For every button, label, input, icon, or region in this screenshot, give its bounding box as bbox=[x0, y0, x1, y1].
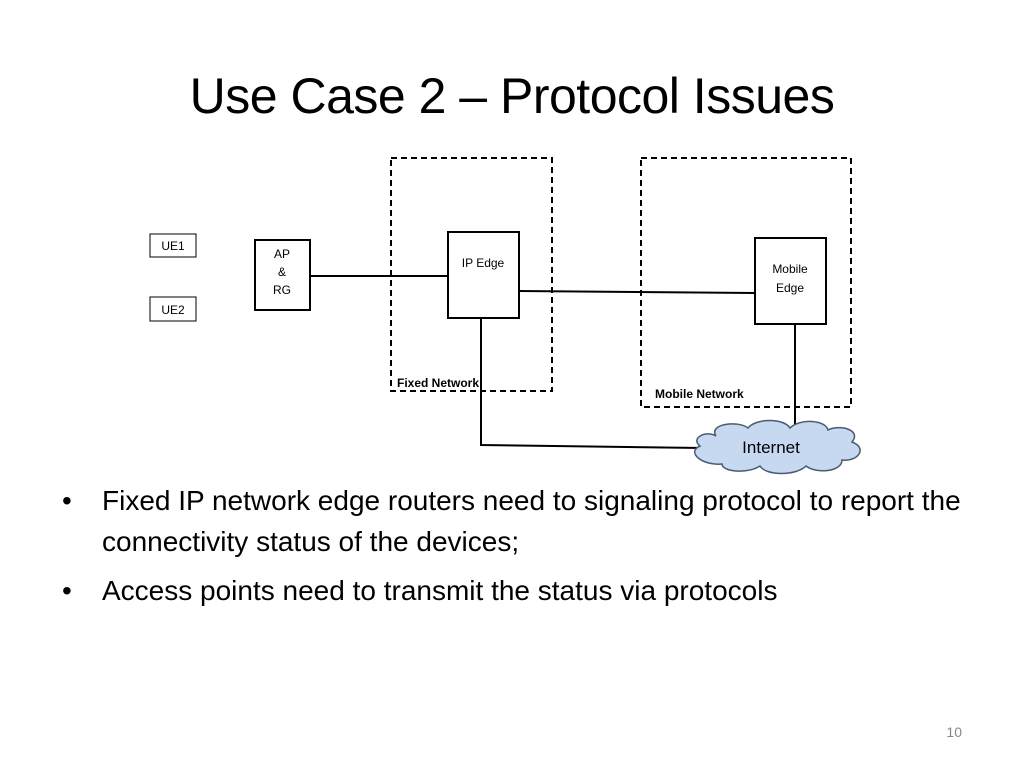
ap-rg-label-line3: RG bbox=[273, 283, 291, 297]
mobile-edge-label-line2: Edge bbox=[776, 281, 804, 295]
internet-cloud: Internet bbox=[693, 419, 861, 475]
fixed-network-region bbox=[390, 157, 553, 392]
ap-rg-label-line1: AP bbox=[274, 247, 290, 261]
slide-title: Use Case 2 – Protocol Issues bbox=[189, 68, 835, 124]
fixed-network-label: Fixed Network bbox=[397, 376, 479, 390]
ue2-box bbox=[149, 296, 197, 322]
ue2-label: UE2 bbox=[161, 303, 185, 317]
mobile-edge-label-line1: Mobile bbox=[772, 262, 808, 276]
ip-edge-box bbox=[447, 231, 520, 319]
bullet-item: • Access points need to transmit the sta… bbox=[56, 570, 976, 611]
mobile-edge-box bbox=[754, 237, 827, 325]
bullet-text: Fixed IP network edge routers need to si… bbox=[102, 485, 961, 557]
ap-rg-box bbox=[254, 239, 311, 311]
bullet-list: • Fixed IP network edge routers need to … bbox=[56, 480, 976, 619]
page-number: 10 bbox=[946, 724, 962, 740]
internet-cloud-shape bbox=[693, 419, 861, 475]
ap-rg-label-line2: & bbox=[278, 265, 286, 279]
bullet-item: • Fixed IP network edge routers need to … bbox=[56, 480, 976, 562]
link-ip-edge-to-internet bbox=[480, 318, 704, 449]
mobile-network-region bbox=[640, 157, 852, 408]
link-ip-edge-to-mobile-edge bbox=[518, 290, 756, 294]
internet-label: Internet bbox=[742, 438, 800, 457]
ue1-box bbox=[149, 233, 197, 258]
ue1-label: UE1 bbox=[161, 239, 185, 253]
ip-edge-label: IP Edge bbox=[462, 256, 505, 270]
mobile-network-label: Mobile Network bbox=[655, 387, 744, 401]
bullet-dot-icon: • bbox=[62, 485, 72, 516]
bullet-text: Access points need to transmit the statu… bbox=[102, 575, 778, 606]
bullet-dot-icon: • bbox=[62, 575, 72, 606]
